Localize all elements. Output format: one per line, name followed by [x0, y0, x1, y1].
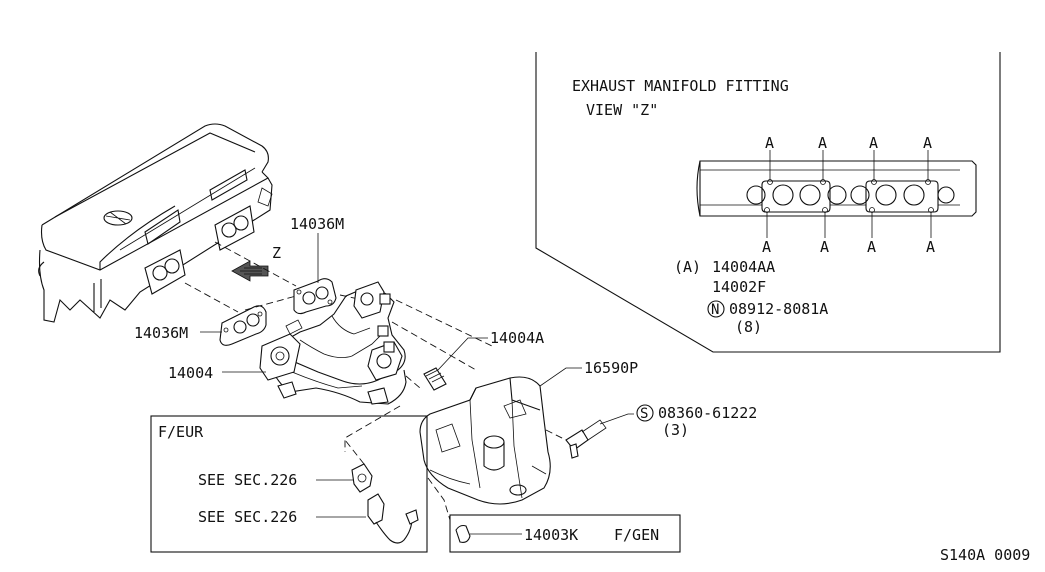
- manifold-dash-lines: [344, 299, 493, 452]
- leader-stud: [437, 337, 488, 371]
- bolt-symbol-circle: [636, 404, 654, 422]
- gasket-top: [293, 278, 337, 315]
- fgen-box-border: [449, 514, 681, 553]
- view-z-arrow: [231, 260, 269, 282]
- sensor-boss: [351, 463, 373, 493]
- stud-14004a: [423, 367, 447, 391]
- label-manifold: 14004: [168, 364, 213, 382]
- inset-nut-part: 08912-8081A: [729, 300, 828, 318]
- plug-14003k: [455, 524, 471, 543]
- label-plug: 14003K: [524, 526, 578, 544]
- heat-shield-cover: [419, 376, 551, 505]
- inset-title: EXHAUST MANIFOLD FITTING: [572, 77, 789, 95]
- bolt-symbol-letter: S: [640, 406, 648, 422]
- label-bolt-part: 08360-61222: [658, 404, 757, 422]
- nut-symbol-circle: [707, 300, 725, 318]
- inset-marker-a4: A: [923, 134, 932, 152]
- inset-panel: EXHAUST MANIFOLD FITTING VIEW "Z": [535, 52, 1001, 353]
- sensor-wire: [375, 517, 413, 544]
- nut-symbol-letter: N: [711, 302, 719, 318]
- assembly-dash-lines: [184, 241, 373, 313]
- feur-ref-1: SEE SEC.226: [198, 471, 297, 489]
- inset-border: [535, 52, 1001, 353]
- leader-bolt: [599, 413, 634, 425]
- leader-heat-cover: [539, 367, 582, 387]
- feur-box: F/EUR SEE SEC.226 SEE SEC.226: [150, 415, 428, 553]
- label-gasket-top: 14036M: [290, 215, 344, 233]
- feur-box-title: F/EUR: [158, 423, 204, 441]
- inset-marker-a1: A: [765, 134, 774, 152]
- inset-marker-a5: A: [762, 238, 771, 256]
- label-stud: 14004A: [490, 329, 544, 347]
- gasket-left: [219, 305, 267, 346]
- inset-legend-part2: 14002F: [712, 278, 766, 296]
- inset-head-flange: [696, 150, 977, 238]
- plug-dash-line: [427, 477, 451, 521]
- inset-marker-a6: A: [820, 238, 829, 256]
- sensor-dash-line: [344, 439, 365, 465]
- inset-legend-a: (A): [674, 258, 701, 276]
- label-plug-variant: F/GEN: [614, 526, 659, 544]
- inset-legend-part1: 14004AA: [712, 258, 775, 276]
- oxygen-sensor: [367, 493, 385, 525]
- cylinder-head: [38, 123, 273, 323]
- inset-nut-qty: (8): [735, 318, 762, 336]
- inset-marker-a8: A: [926, 238, 935, 256]
- exhaust-manifold: [259, 281, 407, 405]
- feur-ref-2: SEE SEC.226: [198, 508, 297, 526]
- label-z: Z: [272, 244, 281, 262]
- inset-marker-a2: A: [818, 134, 827, 152]
- bolt-08360: [565, 419, 607, 459]
- inset-view-label: VIEW "Z": [586, 101, 658, 119]
- inset-marker-a3: A: [869, 134, 878, 152]
- bolt-dash-line: [545, 429, 567, 441]
- label-gasket-left: 14036M: [134, 324, 188, 342]
- diagram-code: S140A 0009: [940, 546, 1030, 564]
- label-bolt-qty: (3): [662, 421, 689, 439]
- label-heat-cover: 16590P: [584, 359, 638, 377]
- feur-box-border: [150, 415, 428, 553]
- fgen-box: 14003K F/GEN: [427, 477, 681, 553]
- inset-marker-a7: A: [867, 238, 876, 256]
